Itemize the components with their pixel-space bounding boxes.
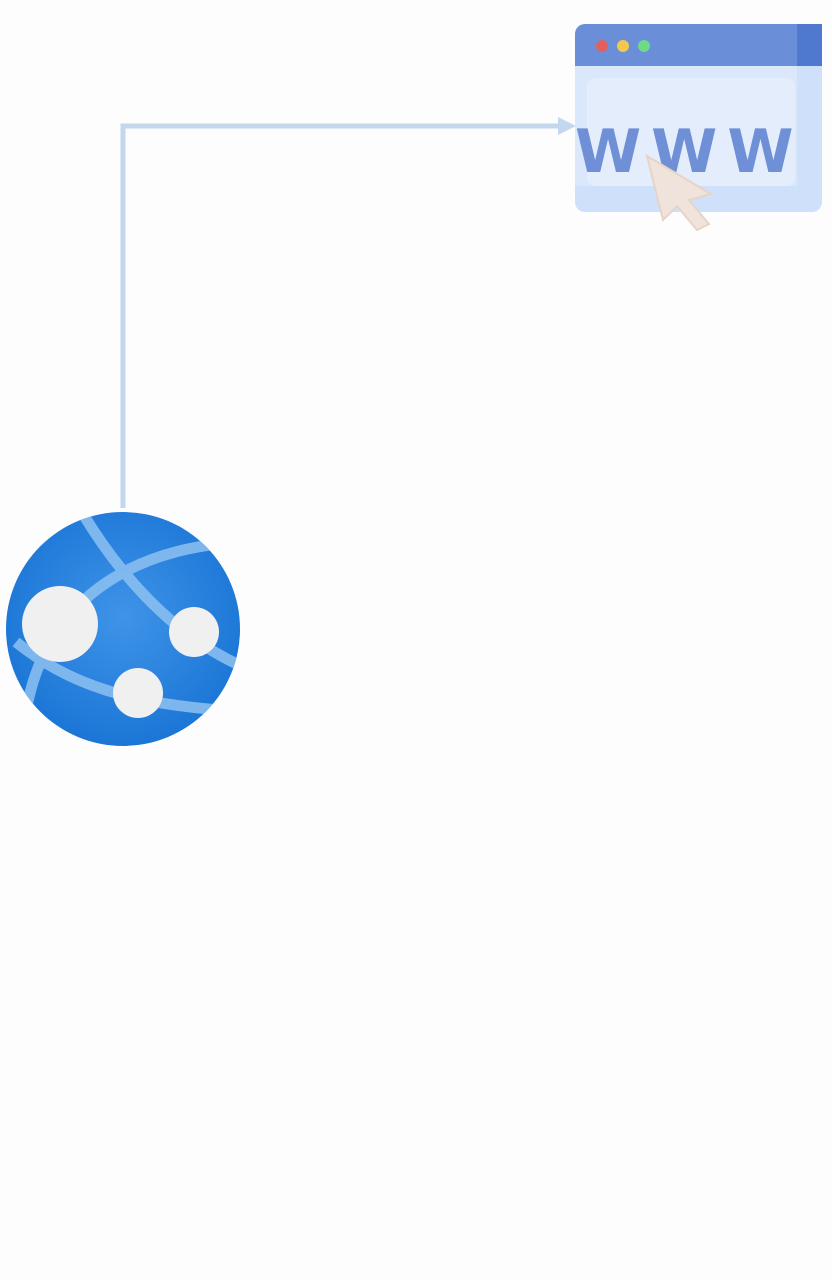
browser-titlebar	[575, 24, 822, 66]
browser-window-icon: WWW	[575, 24, 822, 232]
window-close-dot	[596, 40, 608, 52]
network-node	[22, 586, 98, 662]
window-maximize-dot	[638, 40, 650, 52]
connector-arrowhead	[558, 117, 576, 135]
mouse-cursor-icon	[645, 153, 714, 232]
web-app-globe-icon	[6, 512, 240, 746]
browser-www-label: WWW	[575, 117, 804, 187]
connector-line	[120, 123, 560, 508]
network-node	[113, 668, 163, 718]
window-minimize-dot	[617, 40, 629, 52]
network-node	[169, 607, 219, 657]
